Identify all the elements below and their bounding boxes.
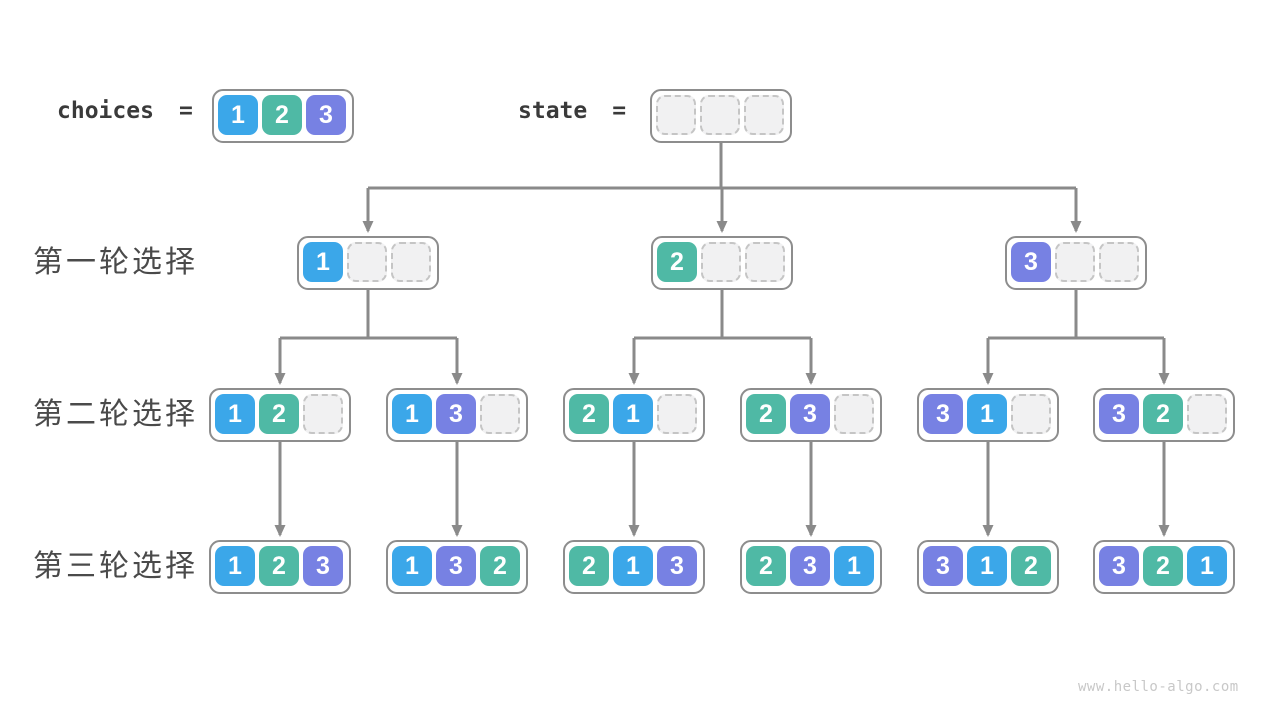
empty-cell [656, 95, 696, 135]
state-cell-2: 2 [259, 546, 299, 586]
state-cell-3: 3 [306, 95, 346, 135]
choices-label: choices = [57, 84, 193, 138]
state-cell-3: 3 [436, 394, 476, 434]
state-cell-3: 3 [923, 546, 963, 586]
empty-cell [700, 95, 740, 135]
state-cell-2: 2 [746, 394, 786, 434]
state-cell-3: 3 [1099, 394, 1139, 434]
state-label-text: state [518, 98, 588, 124]
empty-cell [480, 394, 520, 434]
state-cell-1: 1 [834, 546, 874, 586]
empty-cell [744, 95, 784, 135]
state-cell-2: 2 [569, 546, 609, 586]
empty-cell [1187, 394, 1227, 434]
round-1-label: 第一轮选择 [33, 246, 198, 279]
state-cell-2: 2 [657, 242, 697, 282]
round-2-label: 第二轮选择 [33, 398, 198, 431]
equals-sign: = [178, 98, 193, 124]
state-label: state = [518, 84, 626, 138]
state-cell-2: 2 [746, 546, 786, 586]
state-cell-1: 1 [392, 546, 432, 586]
choices-label-text: choices [57, 98, 154, 124]
state-cell-1: 1 [613, 394, 653, 434]
state-cell-3: 3 [790, 394, 830, 434]
state-node-r1-2: 2 [651, 236, 793, 290]
empty-cell [303, 394, 343, 434]
state-cell-3: 3 [657, 546, 697, 586]
state-cell-2: 2 [480, 546, 520, 586]
empty-cell [701, 242, 741, 282]
empty-cell [391, 242, 431, 282]
empty-cell [657, 394, 697, 434]
empty-cell [1055, 242, 1095, 282]
empty-cell [1011, 394, 1051, 434]
state-cell-2: 2 [259, 394, 299, 434]
state-cell-2: 2 [1011, 546, 1051, 586]
state-cell-1: 1 [215, 394, 255, 434]
state-cell-2: 2 [1143, 394, 1183, 434]
state-cell-3: 3 [923, 394, 963, 434]
state-cell-2: 2 [1143, 546, 1183, 586]
state-cell-3: 3 [1011, 242, 1051, 282]
state-cell-2: 2 [262, 95, 302, 135]
state-cell-3: 3 [790, 546, 830, 586]
state-cell-3: 3 [436, 546, 476, 586]
state-cell-3: 3 [1099, 546, 1139, 586]
state-node-r1-1: 1 [297, 236, 439, 290]
state-cell-1: 1 [218, 95, 258, 135]
round-3-label: 第三轮选择 [33, 550, 198, 583]
state-cell-1: 1 [613, 546, 653, 586]
state-cell-1: 1 [215, 546, 255, 586]
empty-cell [1099, 242, 1139, 282]
state-cell-1: 1 [392, 394, 432, 434]
empty-cell [834, 394, 874, 434]
state-array-box [650, 89, 792, 143]
state-cell-3: 3 [303, 546, 343, 586]
empty-cell [745, 242, 785, 282]
state-cell-2: 2 [569, 394, 609, 434]
state-cell-1: 1 [967, 546, 1007, 586]
equals-sign: = [612, 98, 627, 124]
state-cell-1: 1 [967, 394, 1007, 434]
state-cell-1: 1 [303, 242, 343, 282]
empty-cell [347, 242, 387, 282]
state-cell-1: 1 [1187, 546, 1227, 586]
watermark: www.hello-algo.com [1078, 679, 1239, 695]
state-node-r1-3: 3 [1005, 236, 1147, 290]
